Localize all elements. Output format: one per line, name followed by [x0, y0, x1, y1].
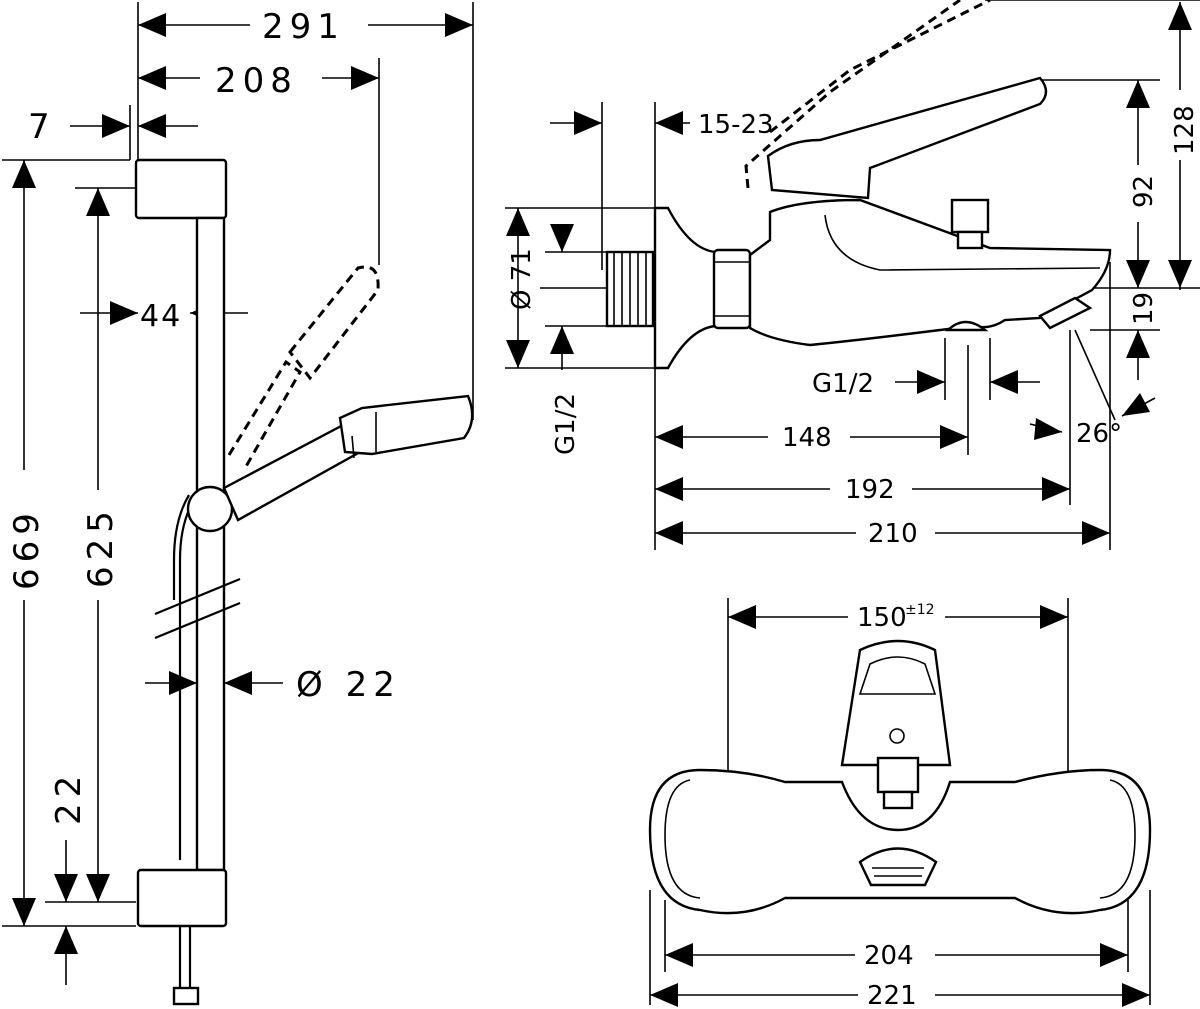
mixer-body-front [648, 768, 1152, 915]
dim-diameter-71: Ø 71 [507, 248, 537, 310]
shower-rail [195, 216, 226, 872]
bottom-wall-bracket [136, 868, 228, 928]
dim-221: 221 [867, 981, 917, 1009]
dim-92: 92 [1129, 175, 1159, 208]
diverter-knob [950, 198, 990, 234]
dim-22-vertical: 22 [49, 770, 89, 825]
dim-19: 19 [1129, 292, 1159, 325]
dim-208: 208 [215, 61, 298, 101]
dim-128: 128 [1170, 105, 1200, 155]
hand-shower-alternate [227, 265, 380, 471]
hose-connector [172, 986, 200, 1006]
angle-26: 26° [1076, 419, 1122, 449]
dim-15-23: 15-23 [698, 110, 774, 140]
dim-g12-bottom: G1/2 [812, 369, 874, 399]
hand-shower [222, 394, 474, 522]
outlet-front [858, 847, 938, 887]
lever-front [840, 639, 952, 767]
top-wall-bracket [134, 158, 228, 220]
dim-150: 150 [857, 603, 907, 633]
dim-210: 210 [868, 519, 918, 549]
mixer-body [748, 198, 1112, 347]
spout-aerator [1038, 296, 1093, 330]
mixer-front-view: 150 ±12 204 221 [648, 598, 1152, 1009]
dim-291: 291 [262, 7, 345, 47]
dim-625: 625 [81, 505, 121, 588]
dim-44: 44 [140, 299, 182, 334]
wall-rosette [653, 206, 718, 370]
tolerance-150: ±12 [905, 602, 935, 618]
dim-204: 204 [864, 941, 914, 971]
dim-192: 192 [845, 475, 895, 505]
dim-669: 669 [7, 507, 47, 590]
dim-diameter-22: Ø 22 [296, 665, 401, 705]
shower-set-view: 291 208 7 669 625 22 [2, 2, 474, 1006]
dim-7: 7 [28, 107, 56, 147]
dim-g12-left: G1/2 [551, 393, 581, 455]
diverter-front [876, 756, 920, 794]
mixer-side-view: 15-23 128 92 19 Ø 71 G1/ [505, 0, 1200, 550]
dim-148: 148 [782, 423, 832, 453]
lever-handle [766, 76, 1048, 200]
bath-outlet [944, 320, 989, 332]
